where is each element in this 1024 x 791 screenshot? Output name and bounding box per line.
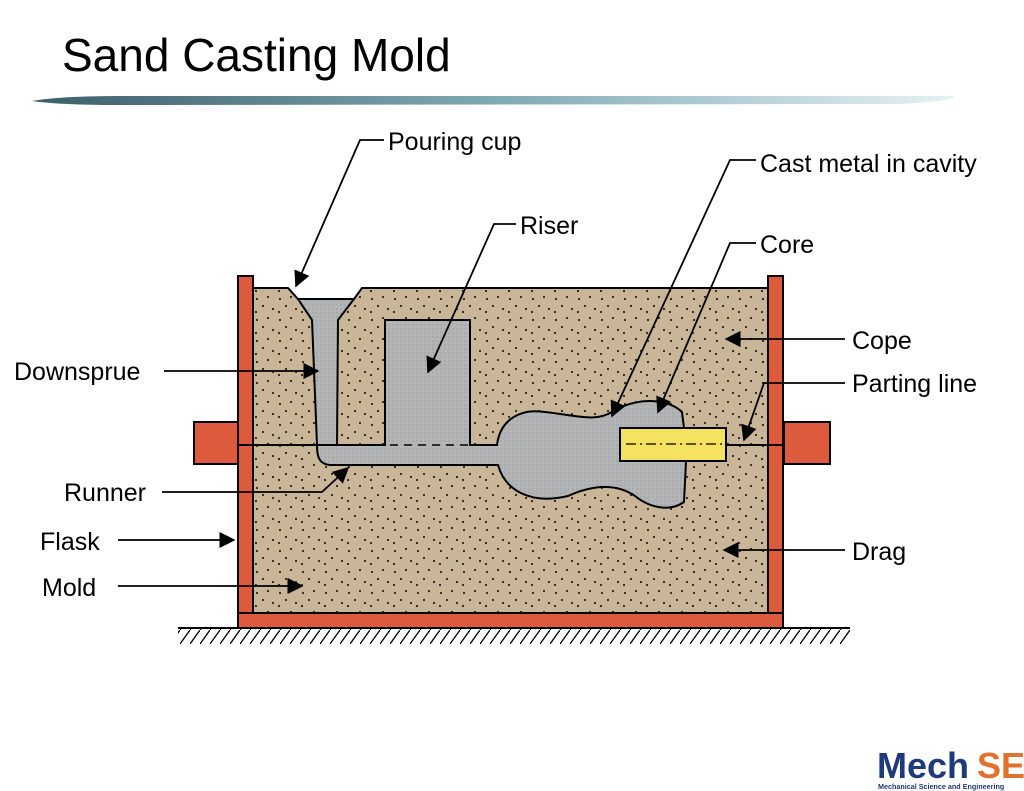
flask-flange-right: [783, 421, 831, 465]
logo-word-se: SE: [977, 745, 1024, 786]
label-downsprue: Downsprue: [14, 358, 140, 386]
ground-hatching: [178, 627, 850, 644]
label-pouring-cup: Pouring cup: [388, 128, 521, 156]
label-parting-line: Parting line: [852, 370, 977, 398]
mechse-logo: Mech SE Mechanical Science and Engineeri…: [877, 745, 1024, 791]
label-cast-metal: Cast metal in cavity: [760, 150, 977, 178]
logo-word-mech: Mech: [877, 745, 969, 786]
label-mold: Mold: [42, 574, 96, 602]
label-core: Core: [760, 231, 814, 259]
label-drag: Drag: [852, 538, 906, 566]
flask-flange-left: [193, 421, 241, 465]
label-flask: Flask: [40, 528, 100, 556]
label-runner: Runner: [64, 479, 146, 507]
label-cope: Cope: [852, 327, 912, 355]
logo-tagline: Mechanical Science and Engineering: [878, 782, 1004, 791]
slide-title: Sand Casting Mold: [62, 29, 451, 81]
cast-metal: [296, 298, 688, 509]
label-riser: Riser: [520, 212, 578, 240]
leader-lines: [118, 139, 845, 595]
flask: [237, 275, 784, 629]
